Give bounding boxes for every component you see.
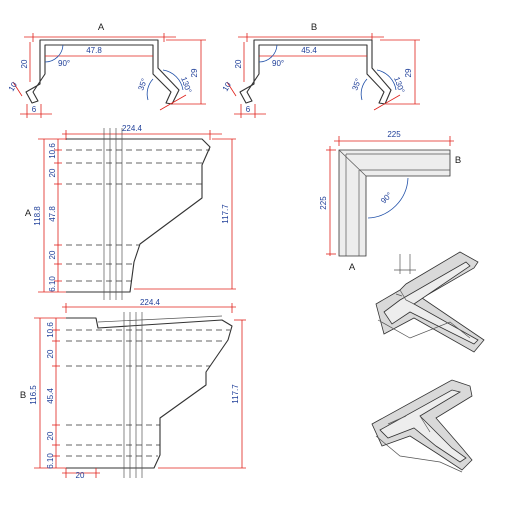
panel-a-outline xyxy=(66,138,211,293)
profile-a-outline xyxy=(25,39,180,105)
profile-a-title: A xyxy=(98,22,105,33)
panel-a-right-height: 117.7 xyxy=(221,204,230,224)
panel-b-seg-2: 20 xyxy=(46,349,55,358)
profile-b-width: 45.4 xyxy=(301,46,317,55)
profile-a-right-height: 29 xyxy=(190,68,199,77)
panel-b-seg-5: 6.10 xyxy=(46,453,55,469)
panel-a-label: A xyxy=(25,208,32,219)
panel-a-overall-height: 118.8 xyxy=(33,206,42,226)
panel-b-overall-height: 116.5 xyxy=(29,385,38,405)
corner-angle: 90° xyxy=(379,190,394,205)
profile-a-angle-mid: 35° xyxy=(136,77,149,91)
panel-b-bottom-width: 20 xyxy=(76,471,85,480)
panel-a-seg-3: 47.8 xyxy=(48,206,57,222)
profile-a-section: A 47.8 90° 20 10 6 29 35° 130° xyxy=(7,22,206,118)
isometric-view-bottom xyxy=(371,379,473,473)
corner-height: 225 xyxy=(319,196,328,210)
profile-b-outline xyxy=(239,39,392,105)
profile-a-angle-top: 90° xyxy=(58,59,70,68)
panel-b-section: B 224.4 116.5 10.6 20 45. xyxy=(20,298,246,480)
panel-a-seg-2: 20 xyxy=(48,168,57,177)
profile-b-angle-top: 90° xyxy=(272,59,284,68)
profile-b-right-height: 29 xyxy=(404,68,413,77)
panel-a-section: A 224.4 118.8 10.6 20 47.8 xyxy=(25,124,236,300)
profile-b-left-height: 20 xyxy=(234,59,243,68)
profile-a-width: 47.8 xyxy=(86,46,102,55)
profile-b-base: 6 xyxy=(246,105,251,114)
panel-a-seg-1: 10.6 xyxy=(48,143,57,159)
panel-b-width: 224.4 xyxy=(140,298,161,307)
panel-a-seg-5: 6.10 xyxy=(48,276,57,292)
panel-a-width: 224.4 xyxy=(122,124,143,133)
profile-b-lip: 10 xyxy=(221,80,234,93)
panel-b-seg-3: 45.4 xyxy=(46,388,55,404)
corner-end-a: A xyxy=(349,262,356,273)
profile-b-section: B 45.4 90° 20 10 6 29 35° 130° xyxy=(221,22,420,118)
profile-a-base: 6 xyxy=(32,105,37,114)
isometric-view-top xyxy=(375,251,485,353)
corner-end-b: B xyxy=(455,155,461,166)
profile-a-lip: 10 xyxy=(7,80,20,93)
panel-b-right-height: 117.7 xyxy=(231,384,240,404)
panel-b-seg-4: 20 xyxy=(46,431,55,440)
corner-width: 225 xyxy=(387,130,401,139)
panel-a-seg-4: 20 xyxy=(48,250,57,259)
panel-b-outline xyxy=(66,317,233,469)
profile-b-angle-mid: 35° xyxy=(350,77,363,91)
profile-b-title: B xyxy=(311,22,317,33)
panel-b-label: B xyxy=(20,390,26,401)
profile-a-left-height: 20 xyxy=(20,59,29,68)
corner-view-section: 225 225 90° B A xyxy=(319,130,461,273)
panel-b-seg-1: 10.6 xyxy=(46,322,55,338)
